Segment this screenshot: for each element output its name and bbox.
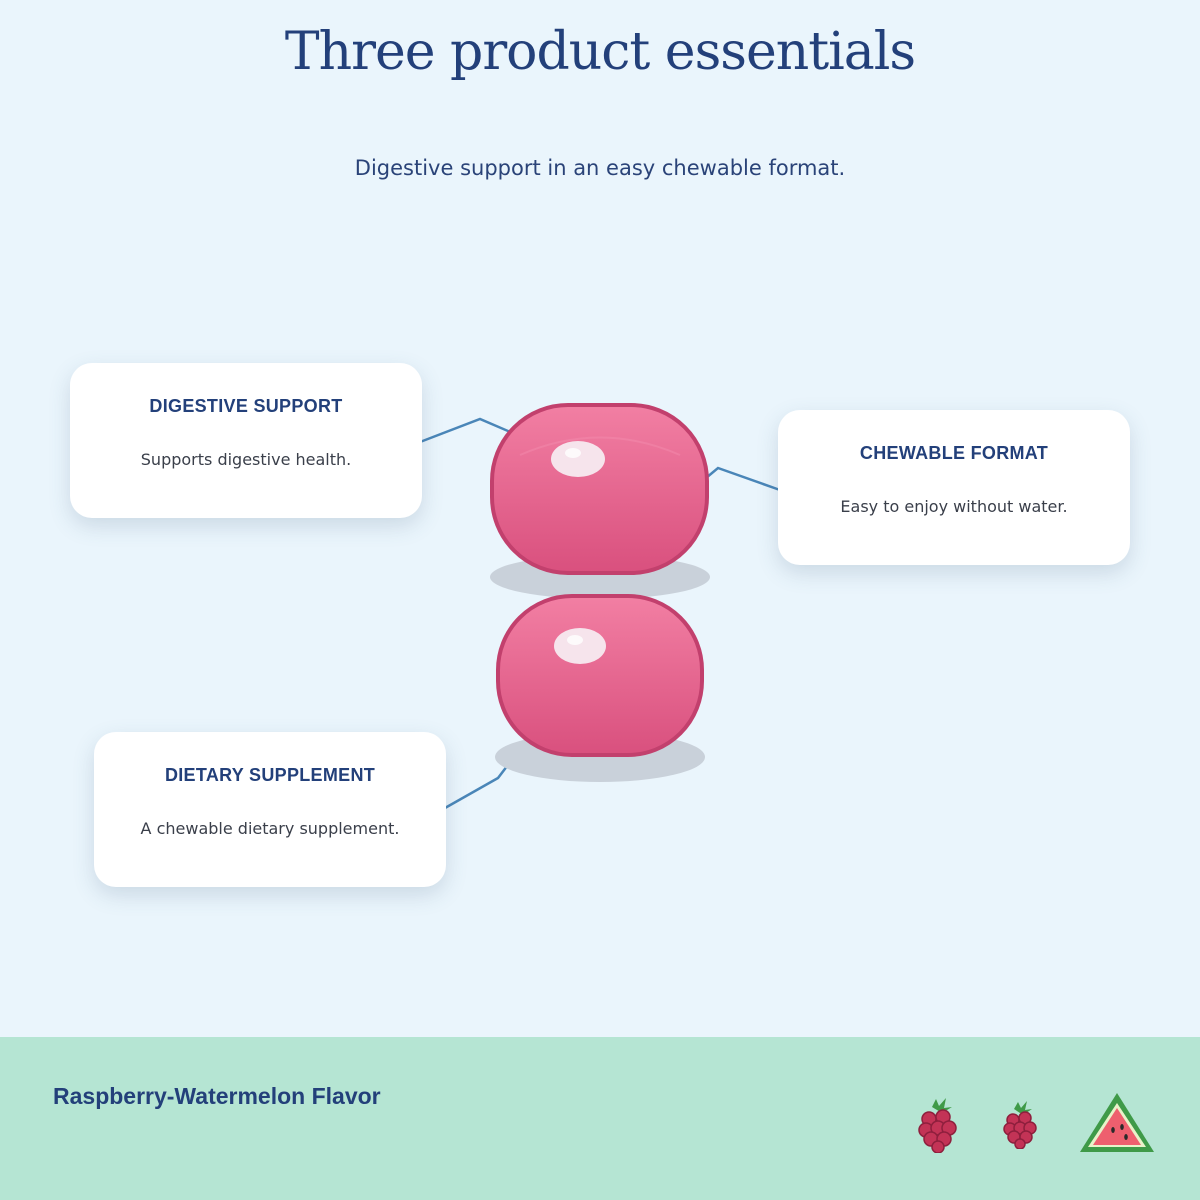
gummy-highlight <box>551 441 605 477</box>
page-title: Three product essentials <box>284 22 916 82</box>
card-digestive-support: DIGESTIVE SUPPORT Supports digestive hea… <box>70 363 422 518</box>
card-chewable-format: CHEWABLE FORMAT Easy to enjoy without wa… <box>778 410 1130 565</box>
product-illustration <box>419 403 781 810</box>
raspberry-icon <box>1003 1101 1037 1149</box>
card-dietary-supplement: DIETARY SUPPLEMENT A chewable dietary su… <box>94 732 446 887</box>
flavor-footer: Raspberry-Watermelon Flavor <box>0 1037 1200 1200</box>
card-title: DIETARY SUPPLEMENT <box>164 765 376 785</box>
gummy-top <box>490 403 709 575</box>
gummy-highlight <box>554 628 606 664</box>
card-title: CHEWABLE FORMAT <box>859 443 1049 463</box>
connector-line-chewable <box>705 466 781 492</box>
card-body: Easy to enjoy without water. <box>840 497 1068 516</box>
flavor-label: Raspberry-Watermelon Flavor <box>53 1083 381 1109</box>
card-body: A chewable dietary supplement. <box>140 819 400 838</box>
raspberry-icon <box>918 1098 957 1153</box>
connector-line-digestive <box>419 417 516 444</box>
watermelon-icon <box>1080 1093 1154 1152</box>
gummy-bottom <box>496 594 704 757</box>
card-body: Supports digestive health. <box>140 450 352 469</box>
page-subtitle: Digestive support in an easy chewable fo… <box>354 156 846 180</box>
card-title: DIGESTIVE SUPPORT <box>149 396 343 416</box>
